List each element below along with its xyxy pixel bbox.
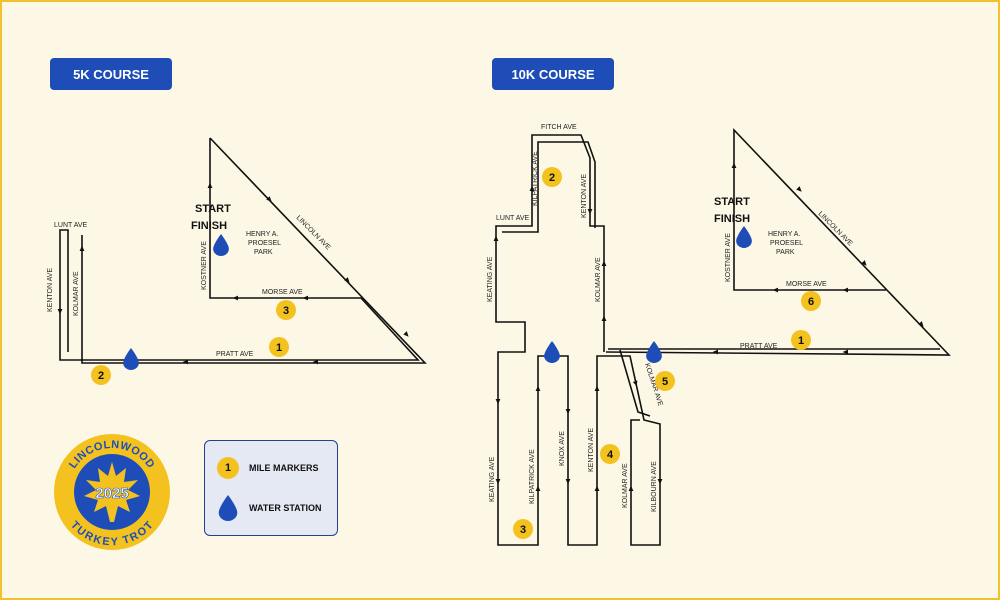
ten-k-kolmar-ave-north: KOLMAR AVE xyxy=(595,257,602,302)
five-k-pratt-ave: PRATT AVE xyxy=(216,351,254,358)
svg-text:6: 6 xyxy=(808,296,814,308)
ten-k-mile-marker-6: 6 xyxy=(801,291,821,311)
ten-k-pratt-ave: PRATT AVE xyxy=(740,343,778,350)
svg-text:2: 2 xyxy=(549,172,555,184)
ten-k-kenton-ave-south: KENTON AVE xyxy=(588,428,595,472)
five-k-park-line-3: PARK xyxy=(254,249,273,256)
ten-k-course-title: 10K COURSE xyxy=(492,58,614,90)
ten-k-keating-ave-north: KEATING AVE xyxy=(487,256,494,302)
svg-text:3: 3 xyxy=(283,305,289,317)
five-k-course-title: 5K COURSE xyxy=(50,58,172,90)
svg-text:3: 3 xyxy=(520,524,526,536)
five-k-kenton-ave: KENTON AVE xyxy=(47,268,54,312)
ten-k-mile-marker-2: 2 xyxy=(542,167,562,187)
ten-k-route xyxy=(495,128,951,546)
five-k-water-station-pratt xyxy=(123,348,139,370)
svg-text:1: 1 xyxy=(276,342,282,354)
ten-k-morse-ave: MORSE AVE xyxy=(786,281,827,288)
turkey-trot-logo: LINCOLNWOOD 2025 TURKEY TROT xyxy=(54,434,170,550)
ten-k-kilpatrick-ave-north: KILPATRICK AVE xyxy=(532,151,539,206)
five-k-mile-marker-2: 2 xyxy=(91,365,111,385)
five-k-route xyxy=(59,137,427,364)
ten-k-knox-ave: KNOX AVE xyxy=(559,431,566,466)
legend-mile-markers-label: MILE MARKERS xyxy=(249,463,319,473)
svg-text:1: 1 xyxy=(798,335,804,347)
ten-k-park-line-1: HENRY A. xyxy=(768,231,800,238)
ten-k-mile-marker-5: 5 xyxy=(655,371,675,391)
ten-k-kenton-ave-north: KENTON AVE xyxy=(581,174,588,218)
five-k-lunt-ave: LUNT AVE xyxy=(54,222,88,229)
ten-k-finish-label: FINISH xyxy=(714,213,750,225)
svg-text:4: 4 xyxy=(607,449,614,461)
ten-k-kilbourn-ave: KILBOURN AVE xyxy=(651,461,658,512)
map-legend: 1 MILE MARKERS WATER STATION xyxy=(204,440,338,536)
ten-k-water-station-finish xyxy=(736,226,752,248)
svg-text:2: 2 xyxy=(98,370,104,382)
legend-water-station-label: WATER STATION xyxy=(249,503,322,513)
ten-k-water-station-pratt xyxy=(646,341,662,363)
ten-k-park-line-2: PROESEL xyxy=(770,240,803,247)
five-k-mile-marker-3: 3 xyxy=(276,300,296,320)
ten-k-kilpatrick-ave-south: KILPATRICK AVE xyxy=(529,449,536,504)
ten-k-keating-ave-south: KEATING AVE xyxy=(489,456,496,502)
five-k-mile-marker-1: 1 xyxy=(269,337,289,357)
ten-k-mile-marker-4: 4 xyxy=(600,444,620,464)
mile-marker-icon: 1 xyxy=(217,457,239,479)
ten-k-mile-marker-1: 1 xyxy=(791,330,811,350)
ten-k-start-label: START xyxy=(714,196,750,208)
five-k-finish-label: FINISH xyxy=(191,220,227,232)
ten-k-lunt-ave: LUNT AVE xyxy=(496,215,530,222)
five-k-water-station-finish xyxy=(213,234,229,256)
water-drop-icon xyxy=(218,495,238,521)
ten-k-kostner-ave: KOSTNER AVE xyxy=(725,233,732,282)
legend-water-station-row: WATER STATION xyxy=(217,495,322,521)
ten-k-fitch-ave: FITCH AVE xyxy=(541,124,577,131)
logo-year: 2025 xyxy=(95,485,128,502)
svg-text:5: 5 xyxy=(662,376,668,388)
five-k-kolmar-ave: KOLMAR AVE xyxy=(73,271,80,316)
five-k-park-line-1: HENRY A. xyxy=(246,231,278,238)
five-k-kostner-ave: KOSTNER AVE xyxy=(201,241,208,290)
five-k-park-line-2: PROESEL xyxy=(248,240,281,247)
ten-k-water-station-keating xyxy=(544,341,560,363)
legend-mile-markers-row: 1 MILE MARKERS xyxy=(217,457,319,479)
ten-k-mile-marker-3: 3 xyxy=(513,519,533,539)
ten-k-kolmar-ave-south: KOLMAR AVE xyxy=(622,463,629,508)
ten-k-lincoln-ave: LINCOLN AVE xyxy=(817,210,854,247)
five-k-morse-ave: MORSE AVE xyxy=(262,289,303,296)
five-k-start-label: START xyxy=(195,203,231,215)
ten-k-park-line-3: PARK xyxy=(776,249,795,256)
five-k-direction-arrows xyxy=(57,182,409,365)
